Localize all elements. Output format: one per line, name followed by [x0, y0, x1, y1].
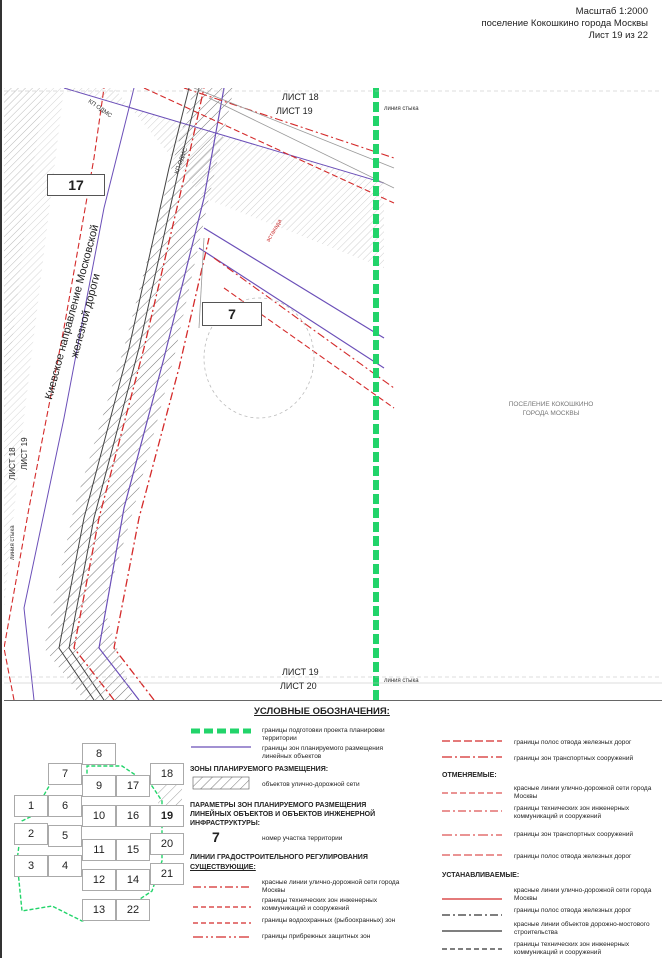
- stack-line-label-bottom: линия стыка: [384, 678, 419, 684]
- legend-established-tech: границы технических зон инженерных комму…: [514, 941, 630, 956]
- index-cell-6[interactable]: 6: [48, 795, 82, 817]
- legend-symbols-right: [442, 740, 502, 950]
- settlement-label: поселение Кокошкино города Москвы: [481, 18, 648, 29]
- index-cell-4[interactable]: 4: [48, 855, 82, 877]
- index-cell-7[interactable]: 7: [48, 763, 82, 785]
- map-area: ЛИСТ 18 ЛИСТ 19 линия стыка ЛИСТ 19 ЛИСТ…: [4, 88, 662, 700]
- sheet-label-left-2: ЛИСТ 19: [20, 437, 29, 470]
- sheet-index-map: [16, 765, 182, 922]
- legend-established-road-bridge: красные линии объектов дорожно-мостового…: [514, 921, 650, 936]
- sheet-header: Масштаб 1:2000 поселение Кокошкино город…: [481, 6, 648, 42]
- settlement-area-line2: ГОРОДА МОСКВЫ: [522, 410, 580, 417]
- hatch-area-left: [4, 88, 44, 418]
- legend-project-boundary: границы подготовки проекта планировки те…: [262, 727, 385, 742]
- hatch-area-left-2: [4, 88, 64, 608]
- map-drawing: [4, 88, 662, 700]
- legend-existing-header: СУЩЕСТВУЮЩИЕ:: [190, 864, 256, 871]
- scale-label: Масштаб 1:2000: [575, 6, 648, 17]
- parcel-7-box: 7: [202, 302, 262, 326]
- index-cell-22[interactable]: 22: [116, 899, 150, 921]
- index-cell-13[interactable]: 13: [82, 899, 116, 921]
- legend-cancelled-tech-zones: границы технических зон инженерных комму…: [514, 805, 630, 820]
- index-cell-11[interactable]: 11: [82, 839, 116, 861]
- index-cell-1[interactable]: 1: [14, 795, 48, 817]
- sheet-label-bottom-2: ЛИСТ 20: [280, 681, 317, 691]
- legend-established-rail: границы полос отвода железных дорог: [514, 907, 632, 914]
- settlement-area-label: ПОСЕЛЕНИЕ КОКОШКИНО ГОРОДА МОСКВЫ: [486, 400, 616, 418]
- index-cell-14[interactable]: 14: [116, 869, 150, 891]
- legend-cancelled-rail: границы полос отвода железных дорог: [514, 853, 632, 860]
- legend-title: УСЛОВНЫЕ ОБОЗНАЧЕНИЯ:: [254, 706, 390, 717]
- sheet-number-label: Лист 19 из 22: [588, 30, 648, 41]
- legend-tech-zones: границы технических зон инженерных комму…: [262, 897, 378, 912]
- sheet-label-top-1: ЛИСТ 18: [282, 92, 319, 102]
- legend-zone-boundary: границы зон планируемого размещения лине…: [262, 745, 384, 760]
- legend-lines-header: ЛИНИИ ГРАДОСТРОИТЕЛЬНОГО РЕГУЛИРОВАНИЯ: [190, 854, 368, 861]
- index-cell-9[interactable]: 9: [82, 775, 116, 797]
- sheet-label-bottom-1: ЛИСТ 19: [282, 667, 319, 677]
- legend-panel: УСЛОВНЫЕ ОБОЗНАЧЕНИЯ: 8 7 9 17 18 1 6 2 …: [4, 700, 662, 959]
- stack-line-label-top: линия стыка: [384, 106, 419, 112]
- settlement-area-line1: ПОСЕЛЕНИЕ КОКОШКИНО: [508, 401, 594, 408]
- index-cell-3[interactable]: 3: [14, 855, 48, 877]
- legend-coastal-zones: границы прибрежных защитных зон: [262, 933, 371, 940]
- legend-street-objects: объектов улично-дорожной сети: [262, 781, 360, 788]
- index-cell-10[interactable]: 10: [82, 805, 116, 827]
- legend-established-red-lines: красные линии улично-дорожной сети город…: [514, 887, 652, 902]
- legend-established-header: УСТАНАВЛИВАЕМЫЕ:: [442, 872, 520, 879]
- index-cell-21[interactable]: 21: [150, 863, 184, 885]
- legend-red-lines: красные линии улично-дорожной сети город…: [262, 879, 400, 894]
- legend-zones-header: ЗОНЫ ПЛАНИРУЕМОГО РАЗМЕЩЕНИЯ:: [190, 766, 329, 773]
- legend-cancelled-red-lines: красные линии улично-дорожной сети город…: [514, 785, 652, 800]
- stack-line-label-left: линия стыка: [10, 525, 16, 560]
- index-cell-16[interactable]: 16: [116, 805, 150, 827]
- railway-hatch-zone: [44, 88, 234, 700]
- index-cell-18[interactable]: 18: [150, 763, 184, 785]
- index-cell-8[interactable]: 8: [82, 743, 116, 765]
- legend-cancelled-header: ОТМЕНЯЕМЫЕ:: [442, 772, 497, 779]
- index-cell-2[interactable]: 2: [14, 823, 48, 845]
- legend-rail-allotment: границы полос отвода железных дорог: [514, 739, 632, 746]
- legend-symbols-middle: [191, 728, 251, 938]
- legend-parcel-number: номер участка территории: [262, 835, 343, 842]
- sheet-label-left-1: ЛИСТ 18: [8, 447, 17, 480]
- index-cell-12[interactable]: 12: [82, 869, 116, 891]
- index-cell-20[interactable]: 20: [150, 833, 184, 855]
- legend-transport-zones: границы зон транспортных сооружений: [514, 755, 634, 762]
- legend-parcel-symbol: 7: [212, 829, 220, 845]
- legend-water-zones: границы водоохранных (рыбоохранных) зон: [262, 917, 396, 924]
- road-hatch-zone: [64, 88, 384, 268]
- index-cell-19[interactable]: 19: [150, 805, 184, 827]
- legend-cancelled-transport: границы зон транспортных сооружений: [514, 831, 634, 838]
- index-cell-5[interactable]: 5: [48, 825, 82, 847]
- parcel-17-box: 17: [47, 174, 105, 196]
- index-cell-15[interactable]: 15: [116, 839, 150, 861]
- legend-params-header: ПАРАМЕТРЫ ЗОН ПЛАНИРУЕМОГО РАЗМЕЩЕНИЯ ЛИ…: [190, 802, 376, 827]
- sheet-label-top-2: ЛИСТ 19: [276, 106, 313, 116]
- index-cell-17[interactable]: 17: [116, 775, 150, 797]
